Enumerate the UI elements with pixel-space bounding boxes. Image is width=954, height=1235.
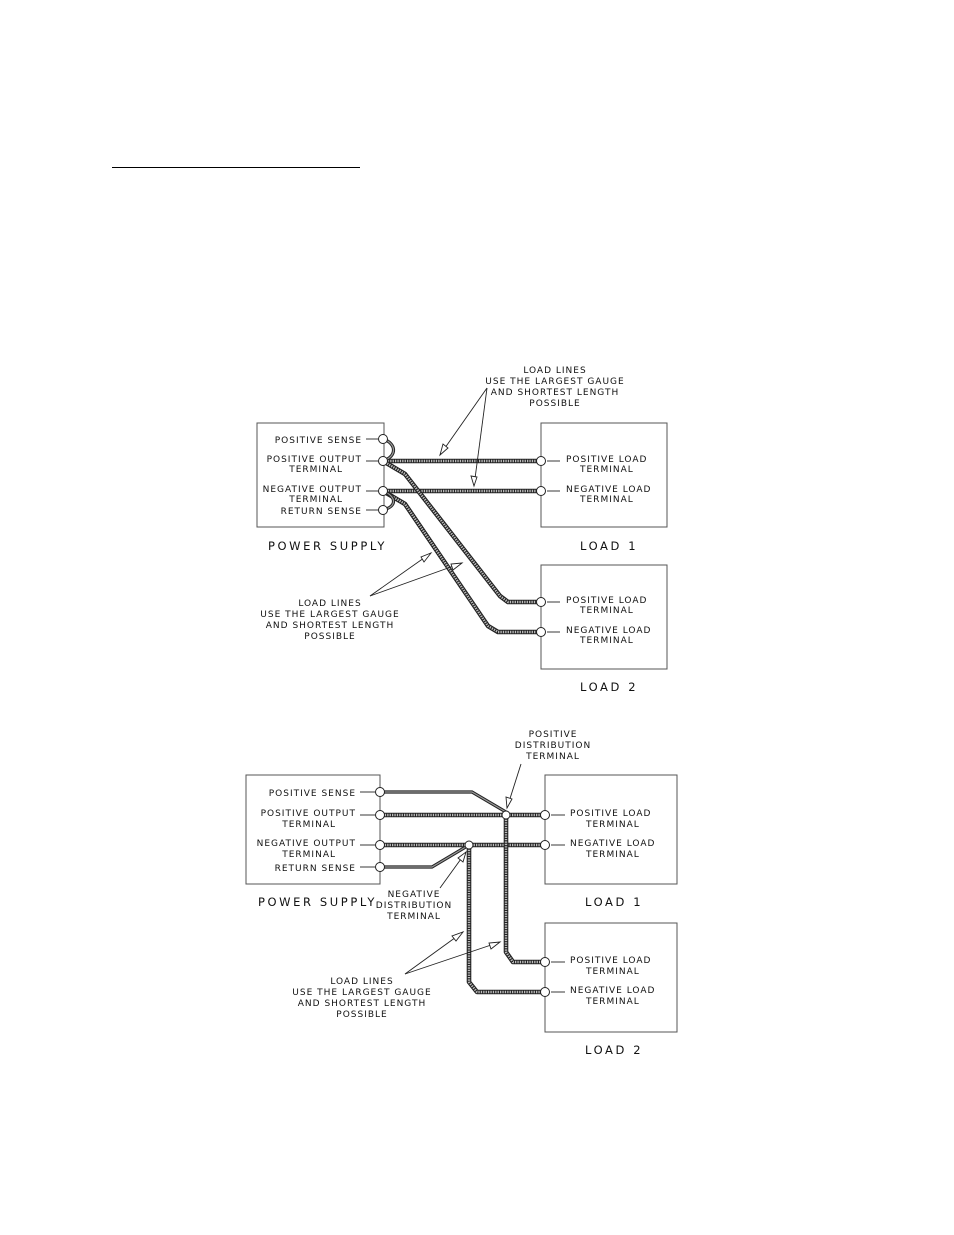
load2-2-negative-terminal — [540, 987, 550, 997]
pos-dist-note-line1: POSITIVE — [529, 730, 578, 740]
load1-neg-label-2: TERMINAL — [579, 495, 634, 505]
load2-2-neg-label-2: TERMINAL — [585, 997, 640, 1007]
load1-caption: LOAD 1 — [580, 539, 638, 553]
ps2-caption: POWER SUPPLY — [258, 895, 377, 909]
load-1-box-1 — [540, 422, 668, 528]
load2-neg-label: NEGATIVE LOAD — [566, 626, 651, 636]
ps2-label-return-sense: RETURN SENSE — [275, 864, 356, 874]
ps2-label-terminal-a: TERMINAL — [281, 820, 336, 830]
pos-dist-note-line2: DISTRIBUTION — [515, 741, 591, 751]
load2-2-caption: LOAD 2 — [585, 1043, 643, 1057]
load1-2-pos-label-2: TERMINAL — [585, 820, 640, 830]
load1-neg-label: NEGATIVE LOAD — [566, 485, 651, 495]
load-2-box-1 — [540, 564, 668, 670]
load1-2-neg-label: NEGATIVE LOAD — [570, 839, 655, 849]
cable-pos-load2 — [381, 459, 541, 605]
ps1-label-terminal-a: TERMINAL — [288, 465, 343, 475]
load2-negative-terminal — [536, 627, 546, 637]
ps1-return-sense-terminal — [378, 505, 388, 515]
ps1-positive-sense-terminal — [378, 434, 388, 444]
power-supply-box-1 — [256, 422, 385, 528]
ps2-label-negative-output: NEGATIVE OUTPUT — [257, 839, 356, 849]
bottom-note-line3: AND SHORTEST LENGTH — [266, 621, 394, 631]
load2-pos-label-2: TERMINAL — [579, 606, 634, 616]
ps2-positive-output-terminal — [375, 810, 385, 820]
diagram-2: POSITIVE SENSE POSITIVE OUTPUT TERMINAL … — [245, 730, 678, 1057]
top-note-line1: LOAD LINES — [523, 366, 586, 376]
negative-distribution-terminal — [464, 840, 474, 850]
load1-pos-label: POSITIVE LOAD — [566, 455, 647, 465]
load2-neg-label-2: TERMINAL — [579, 636, 634, 646]
load-note-line3: AND SHORTEST LENGTH — [298, 999, 426, 1009]
pos-dist-note-line3: TERMINAL — [525, 752, 580, 762]
ps1-label-return-sense: RETURN SENSE — [281, 507, 362, 517]
load2-2-positive-terminal — [540, 957, 550, 967]
load2-pos-label: POSITIVE LOAD — [566, 596, 647, 606]
neg-dist-note-line1: NEGATIVE — [388, 890, 441, 900]
load2-2-pos-label-2: TERMINAL — [585, 967, 640, 977]
load1-2-neg-label-2: TERMINAL — [585, 850, 640, 860]
ps1-caption: POWER SUPPLY — [268, 539, 387, 553]
load1-2-pos-label: POSITIVE LOAD — [570, 809, 651, 819]
ps1-negative-output-terminal — [378, 486, 388, 496]
positive-distribution-terminal — [501, 810, 511, 820]
load2-2-pos-label: POSITIVE LOAD — [570, 956, 651, 966]
load-note-line2: USE THE LARGEST GAUGE — [292, 988, 431, 998]
ps1-label-negative-output: NEGATIVE OUTPUT — [263, 485, 362, 495]
ps2-negative-output-terminal — [375, 840, 385, 850]
ps2-label-terminal-b: TERMINAL — [281, 850, 336, 860]
bottom-note-line4: POSSIBLE — [304, 632, 355, 642]
sense-line-neg-2 — [380, 843, 470, 869]
load1-positive-terminal — [536, 456, 546, 466]
load1-2-caption: LOAD 1 — [585, 895, 643, 909]
ps1-label-positive-output: POSITIVE OUTPUT — [267, 455, 362, 465]
neg-dist-note-line2: DISTRIBUTION — [376, 901, 452, 911]
load1-pos-label-2: TERMINAL — [579, 465, 634, 475]
ps2-return-sense-terminal — [375, 862, 385, 872]
load1-negative-terminal — [536, 486, 546, 496]
ps2-label-positive-sense: POSITIVE SENSE — [269, 789, 356, 799]
ps1-label-terminal-b: TERMINAL — [288, 495, 343, 505]
load2-2-neg-label: NEGATIVE LOAD — [570, 986, 655, 996]
bottom-note-line2: USE THE LARGEST GAUGE — [260, 610, 399, 620]
load-note-line4: POSSIBLE — [336, 1010, 387, 1020]
header-rule — [112, 167, 360, 168]
top-note-line3: AND SHORTEST LENGTH — [491, 388, 619, 398]
cable-neg-load2 — [381, 489, 541, 635]
top-note-line4: POSSIBLE — [529, 399, 580, 409]
cable-pos-dist-2 — [503, 815, 545, 965]
ps1-positive-output-terminal — [378, 456, 388, 466]
load-note-line1: LOAD LINES — [330, 977, 393, 987]
load-1-box-2 — [544, 774, 678, 885]
top-note-line2: USE THE LARGEST GAUGE — [485, 377, 624, 387]
sense-line-pos-2 — [380, 790, 507, 814]
neg-dist-note-line3: TERMINAL — [386, 912, 441, 922]
ps2-label-positive-output: POSITIVE OUTPUT — [261, 809, 356, 819]
power-supply-box-2 — [245, 774, 381, 885]
ps1-label-positive-sense: POSITIVE SENSE — [275, 436, 362, 446]
load-2-box-2 — [544, 922, 678, 1033]
ps2-positive-sense-terminal — [375, 787, 385, 797]
load2-positive-terminal — [536, 597, 546, 607]
load2-caption: LOAD 2 — [580, 680, 638, 694]
load1-2-positive-terminal — [540, 810, 550, 820]
load1-2-negative-terminal — [540, 840, 550, 850]
diagram-1: POSITIVE SENSE POSITIVE OUTPUT TERMINAL … — [256, 366, 668, 694]
bottom-note-line1: LOAD LINES — [298, 599, 361, 609]
